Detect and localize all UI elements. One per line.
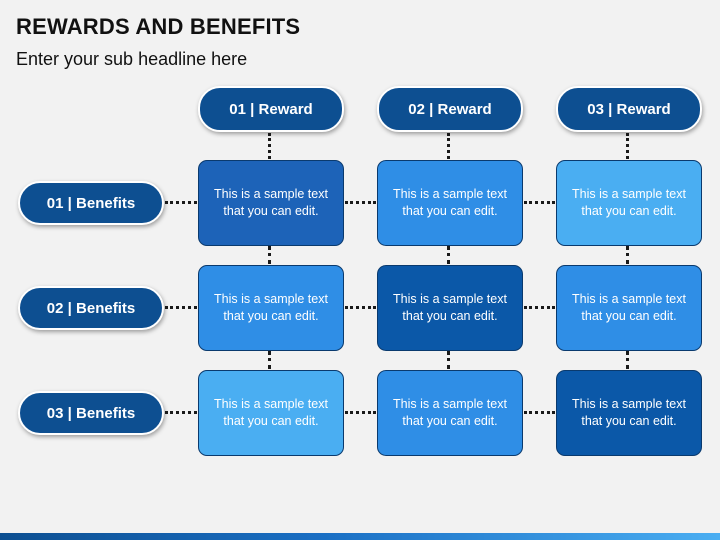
footer-bar [0,533,720,540]
page-subtitle: Enter your sub headline here [16,49,248,69]
cell-r1-c2: This is a sample text that you can edit. [377,160,523,246]
connector-col2-header [447,133,450,159]
connector-col1-r1r2 [268,246,271,264]
connector-row1-header [165,201,197,204]
connector-row3-c1c2 [345,411,376,414]
cell-r1-c1: This is a sample text that you can edit. [198,160,344,246]
connector-col1-header [268,133,271,159]
connector-col3-r2r3 [626,351,629,369]
cell-r3-c1: This is a sample text that you can edit. [198,370,344,456]
page-title: REWARDS AND BENEFITS [16,14,301,39]
cell-r2-c2: This is a sample text that you can edit. [377,265,523,351]
row-header-1: 01 | Benefits [18,181,164,225]
connector-row3-c2c3 [524,411,555,414]
connector-row1-c2c3 [524,201,555,204]
connector-col1-r2r3 [268,351,271,369]
column-header-2: 02 | Reward [377,86,523,132]
connector-row1-c1c2 [345,201,376,204]
row-header-3: 03 | Benefits [18,391,164,435]
connector-row2-header [165,306,197,309]
connector-row3-header [165,411,197,414]
cell-r3-c2: This is a sample text that you can edit. [377,370,523,456]
connector-row2-c1c2 [345,306,376,309]
connector-row2-c2c3 [524,306,555,309]
connector-col2-r2r3 [447,351,450,369]
row-header-2: 02 | Benefits [18,286,164,330]
cell-r1-c3: This is a sample text that you can edit. [556,160,702,246]
cell-r3-c3: This is a sample text that you can edit. [556,370,702,456]
cell-r2-c1: This is a sample text that you can edit. [198,265,344,351]
column-header-1: 01 | Reward [198,86,344,132]
cell-r2-c3: This is a sample text that you can edit. [556,265,702,351]
connector-col3-r1r2 [626,246,629,264]
connector-col3-header [626,133,629,159]
connector-col2-r1r2 [447,246,450,264]
column-header-3: 03 | Reward [556,86,702,132]
